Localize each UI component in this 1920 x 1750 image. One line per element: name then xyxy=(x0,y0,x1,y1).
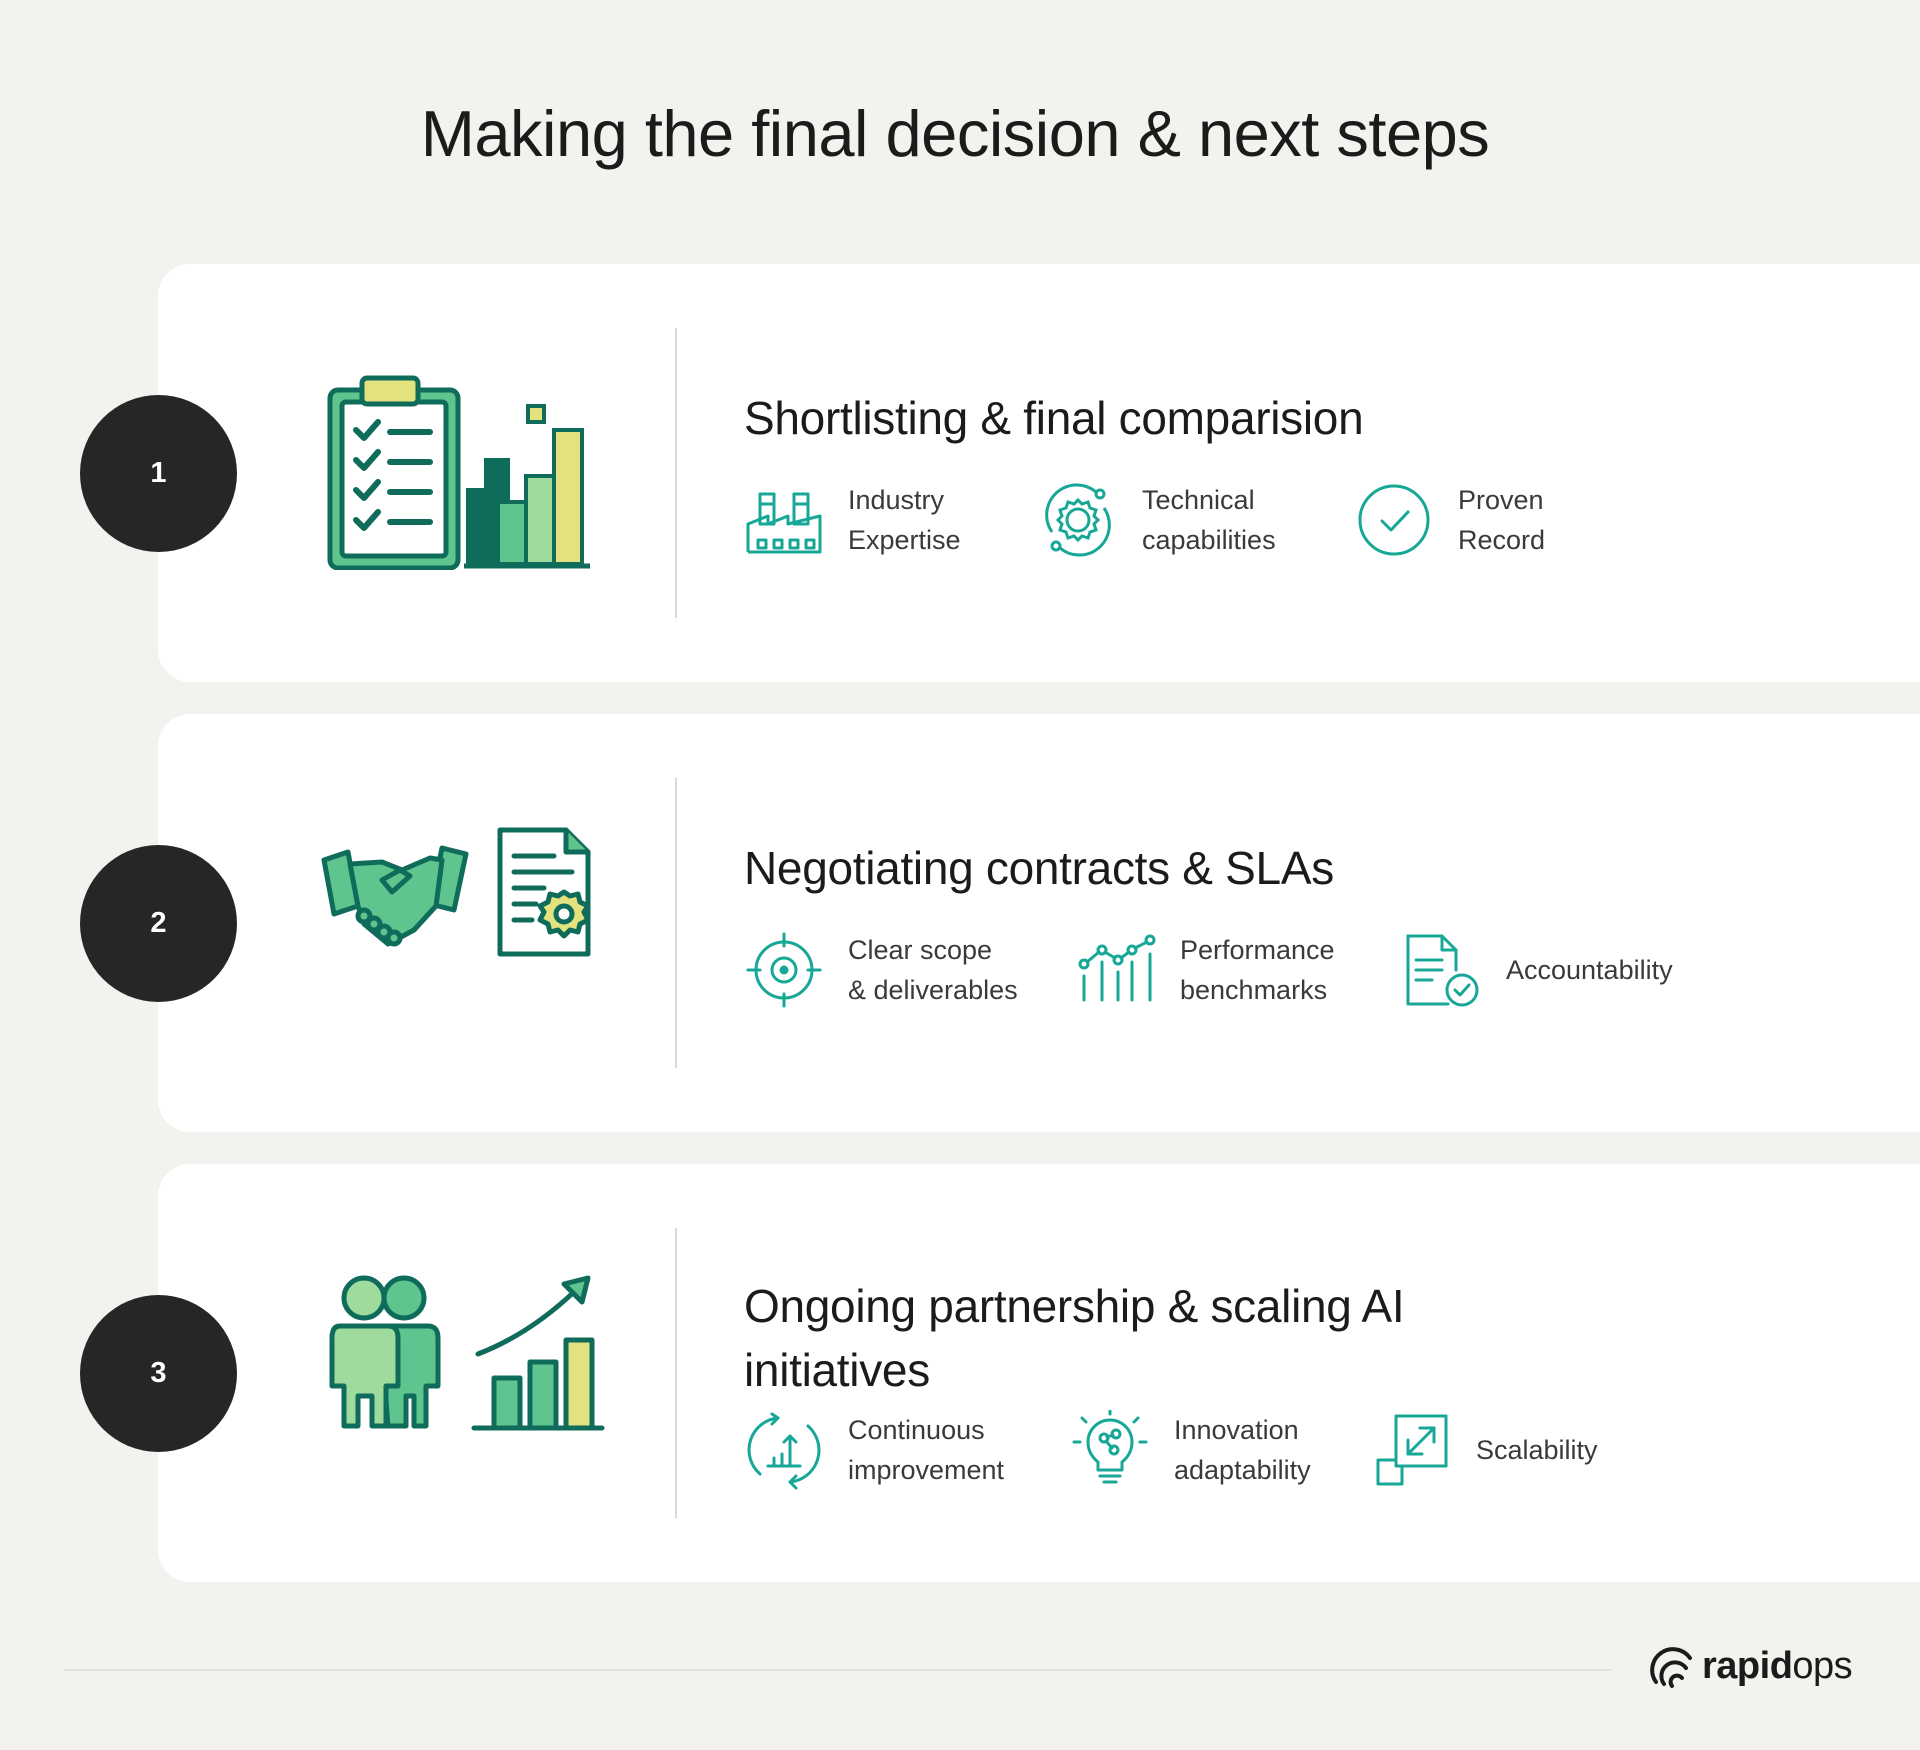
page-title: Making the final decision & next steps xyxy=(420,97,1490,170)
footer-divider xyxy=(64,1669,1612,1671)
step-card-2: 2 xyxy=(80,714,1920,1132)
feature-label: Clear scope & deliverables xyxy=(848,935,1018,1005)
feature-scalability: Scalability xyxy=(1372,1410,1598,1490)
feature-performance-benchmarks: Performance benchmarks xyxy=(1076,930,1335,1010)
step-title: Negotiating contracts & SLAs xyxy=(744,842,1334,894)
scale-expand-icon xyxy=(1376,1414,1448,1486)
feature-label: Scalability xyxy=(1476,1435,1598,1465)
feature-continuous-improvement: Continuous improvement xyxy=(744,1410,1004,1490)
logo-wordmark: rapidops xyxy=(1702,1644,1853,1688)
feature-label: Technical capabilities xyxy=(1142,485,1276,555)
feature-label: Innovation adaptability xyxy=(1174,1415,1311,1485)
step-title: Shortlisting & final comparision xyxy=(744,392,1364,444)
check-circle-icon xyxy=(1358,484,1430,556)
logo-bold-text: rapid xyxy=(1702,1644,1793,1687)
document-check-icon xyxy=(1406,934,1479,1007)
feature-label: Performance benchmarks xyxy=(1180,935,1335,1005)
lightbulb-icon xyxy=(1072,1410,1148,1484)
feature-industry-expertise: Industry Expertise xyxy=(744,480,961,560)
feature-accountability: Accountability xyxy=(1402,930,1673,1010)
performance-graph-icon xyxy=(1078,934,1156,1002)
brand-logo[interactable]: rapidops xyxy=(1650,1642,1853,1690)
vertical-divider xyxy=(675,328,677,618)
target-icon xyxy=(746,932,822,1008)
factory-icon xyxy=(746,492,822,554)
feature-label: Continuous improvement xyxy=(848,1415,1005,1485)
feature-label: Proven Record xyxy=(1458,485,1546,555)
step-number-badge: 3 xyxy=(80,1295,237,1452)
feature-label: Industry Expertise xyxy=(848,485,961,555)
vertical-divider xyxy=(675,778,677,1068)
feature-innovation-adaptability: Innovation adaptability xyxy=(1070,1410,1311,1490)
gear-cycle-icon xyxy=(1045,483,1111,557)
step-number-badge: 1 xyxy=(80,395,237,552)
people-growth-icon xyxy=(329,1275,605,1431)
step-card-3: 3 Ongoing partnership & scaling AI xyxy=(80,1164,1920,1582)
step-card-1: 1 xyxy=(80,264,1920,682)
feature-technical-capabilities: Technical capabilities xyxy=(1038,480,1276,560)
continuous-improvement-icon xyxy=(747,1412,821,1490)
feature-proven-record: Proven Record xyxy=(1354,480,1545,560)
step-number-badge: 2 xyxy=(80,845,237,1002)
handshake-document-icon xyxy=(321,827,591,957)
feature-clear-scope: Clear scope & deliverables xyxy=(744,930,1018,1010)
step-title: Ongoing partnership & scaling AI initiat… xyxy=(744,1280,1405,1396)
feature-label: Accountability xyxy=(1506,955,1673,985)
clipboard-chart-icon xyxy=(327,375,590,570)
vertical-divider xyxy=(675,1228,677,1518)
logo-light-text: ops xyxy=(1792,1644,1853,1687)
rapidops-logo-icon xyxy=(1650,1647,1692,1688)
